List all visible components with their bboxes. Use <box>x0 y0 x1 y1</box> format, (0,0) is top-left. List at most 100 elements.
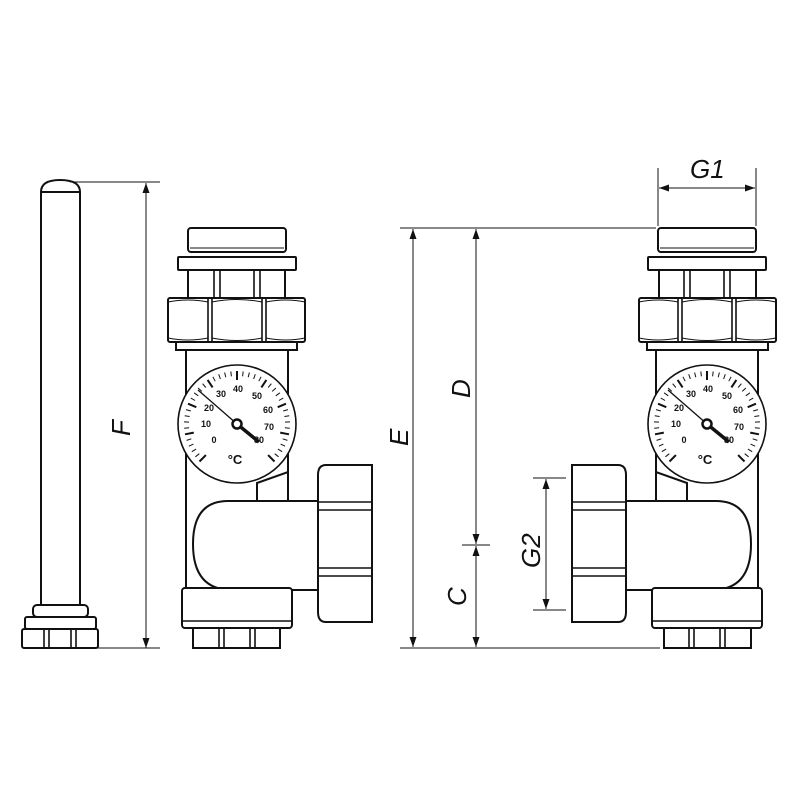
dial-tick <box>224 372 227 378</box>
dial-tick <box>284 415 290 417</box>
dimension-label-g1: G1 <box>690 154 725 184</box>
dial-tick <box>747 448 753 453</box>
dial-tick <box>193 392 199 397</box>
dial-tick <box>212 376 216 382</box>
dial-tick <box>278 397 284 401</box>
dial-tick <box>197 387 203 392</box>
thermometer-dial-right: 01020304050607080°C <box>647 364 767 484</box>
dial-tick <box>741 387 747 392</box>
dial-tick <box>694 372 697 378</box>
dimension-label-d: D <box>446 379 476 398</box>
dial-tick <box>186 438 192 441</box>
dial-needle-pivot <box>231 418 243 430</box>
dial-tick <box>283 409 289 412</box>
dial-tick <box>744 453 749 458</box>
dial-tick <box>672 383 677 388</box>
dial-tick <box>752 438 758 441</box>
dial-tick <box>712 371 714 377</box>
dial-tick <box>661 448 667 453</box>
dial-tick <box>206 379 214 388</box>
dial-scale-label: 10 <box>671 419 681 429</box>
dial-scale-label: 30 <box>216 389 226 399</box>
dial-tick <box>676 379 684 388</box>
dial-needle-tail <box>667 389 708 425</box>
dial-tick <box>748 397 754 401</box>
dial-tick <box>667 387 673 392</box>
dial-tick <box>191 448 197 453</box>
dial-tick <box>668 454 677 463</box>
dial-tick <box>723 374 726 380</box>
dimension-label-g2: G2 <box>516 533 546 568</box>
dial-tick <box>202 383 207 388</box>
dial-tick <box>753 409 759 412</box>
dimension-label-f: F <box>106 418 136 436</box>
dial-scale-label: 10 <box>201 419 211 429</box>
dial-tick <box>663 392 669 397</box>
dial-scale-label: 60 <box>263 405 273 415</box>
dial-tick <box>280 443 286 447</box>
dial-scale-label: 50 <box>722 391 732 401</box>
dial-scale-label: 30 <box>686 389 696 399</box>
dial-tick <box>280 431 290 436</box>
dial-tick <box>274 453 279 458</box>
dial-tick <box>271 387 277 392</box>
dial-tick <box>730 379 738 388</box>
dial-tick <box>242 371 244 377</box>
dimension-f: F <box>70 181 160 649</box>
dial-tick <box>728 376 732 382</box>
dial-tick <box>717 372 720 378</box>
dimension-g1: G1 <box>657 154 757 226</box>
dial-tick <box>737 454 746 463</box>
dial-tick <box>277 402 287 409</box>
dial-tick <box>260 379 268 388</box>
dial-tick <box>253 374 256 380</box>
dial-tick <box>737 383 742 388</box>
dial-tick <box>247 372 250 378</box>
dial-tick <box>184 431 194 436</box>
dial-scale-label: 20 <box>674 403 684 413</box>
dial-scale-label: 60 <box>733 405 743 415</box>
dial-scale-label: 40 <box>703 384 713 394</box>
dial-scale-label: 40 <box>233 384 243 394</box>
dial-tick <box>660 397 666 401</box>
dial-tick <box>658 443 664 447</box>
dimension-label-e: E <box>384 428 414 446</box>
dial-tick <box>282 438 288 441</box>
dial-tick <box>745 392 751 397</box>
dial-scale-label: 0 <box>681 435 686 445</box>
dial-tick <box>230 371 232 377</box>
dial-tick <box>195 453 200 458</box>
dial-scale-label: 20 <box>204 403 214 413</box>
dial-tick <box>184 415 190 417</box>
dial-tick <box>682 376 686 382</box>
dial-scale-label: 70 <box>734 422 744 432</box>
dial-tick <box>267 454 276 463</box>
dial-tick <box>187 402 197 409</box>
dial-needle-tail <box>197 389 238 425</box>
dial-tick <box>218 374 221 380</box>
dial-tick <box>657 402 667 409</box>
dial-tick <box>654 415 660 417</box>
dial-tick <box>656 438 662 441</box>
dial-scale-label: 50 <box>252 391 262 401</box>
dial-tick <box>275 392 281 397</box>
dial-tick <box>665 453 670 458</box>
dimension-label-c: C <box>442 587 472 606</box>
dial-tick <box>654 431 664 436</box>
dial-tick <box>258 376 262 382</box>
dial-tick <box>277 448 283 453</box>
dial-tick <box>750 443 756 447</box>
dial-tick <box>754 415 760 417</box>
dimension-g2: G2 <box>516 477 566 611</box>
dial-scale-label: 0 <box>211 435 216 445</box>
dial-unit-label: °C <box>228 452 243 467</box>
dial-scale-label: 70 <box>264 422 274 432</box>
dial-tick <box>750 431 760 436</box>
dial-needle-pivot <box>701 418 713 430</box>
dial-tick <box>190 397 196 401</box>
immersion-sleeve <box>21 178 99 649</box>
dimension-e-d-c: E D C <box>384 227 660 649</box>
dial-tick <box>185 409 191 412</box>
